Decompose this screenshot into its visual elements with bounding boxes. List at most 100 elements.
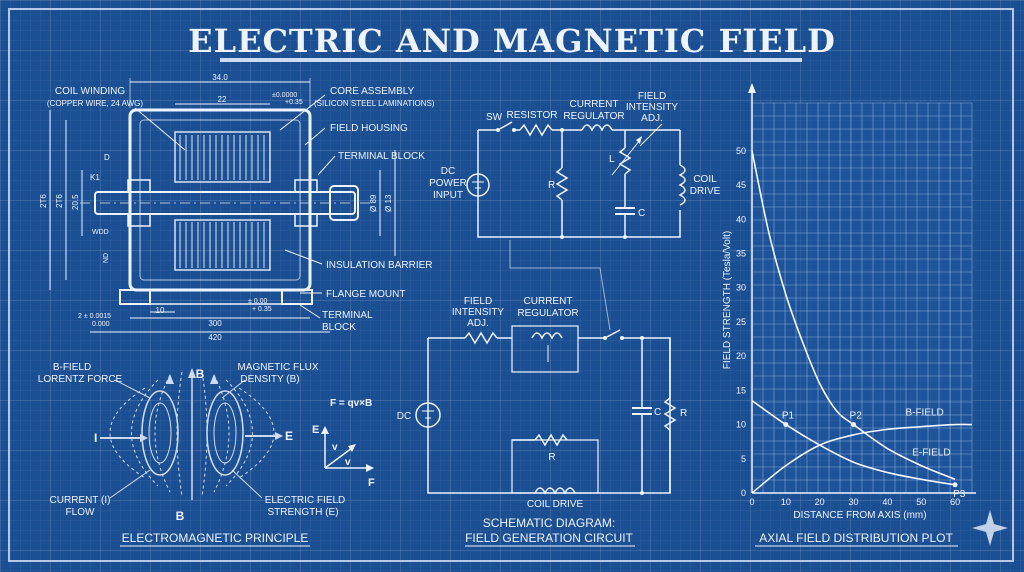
dim-top: 34.0 bbox=[212, 73, 228, 82]
title-underline bbox=[220, 58, 802, 62]
dc-source-bottom bbox=[415, 402, 441, 428]
chart-series bbox=[751, 150, 973, 494]
chart-y-tick-label: 30 bbox=[736, 283, 746, 293]
chart-legend-bfield: B-FIELD bbox=[905, 408, 943, 419]
vector-v-label: v bbox=[332, 442, 338, 453]
label-current-regulator-1: CURRENT bbox=[570, 99, 619, 110]
label-field-intensity-b1: FIELD bbox=[464, 296, 492, 307]
label-coil-drive-2: DRIVE bbox=[690, 186, 721, 197]
chart-x-tick-label: 20 bbox=[815, 497, 825, 507]
label-sw: SW bbox=[486, 112, 503, 123]
chart-y-tick-label: 50 bbox=[736, 146, 746, 156]
chart-y-tick-label: 10 bbox=[736, 420, 746, 430]
em-principle-diagram: B-FIELD LORENTZ FORCE MAGNETIC FLUX DENS… bbox=[38, 362, 375, 547]
label-e: E bbox=[285, 429, 293, 443]
circuit-bottom: FIELD INTENSITY ADJ. CURRENT REGULATOR D… bbox=[397, 296, 687, 547]
chart-y-tick-label: 5 bbox=[741, 454, 746, 464]
resistor-top bbox=[519, 123, 553, 137]
regulator-block bbox=[511, 325, 579, 373]
label-current-regulator-b2: REGULATOR bbox=[517, 308, 578, 319]
vector-f-label: F bbox=[368, 477, 375, 489]
resistor-r-middle bbox=[534, 433, 568, 447]
chart-point-label: P1 bbox=[782, 411, 795, 422]
label-current-i: I bbox=[94, 431, 97, 445]
resistor-r-top bbox=[555, 167, 569, 201]
label-l: L bbox=[609, 154, 615, 165]
label-current-regulator-2: REGULATOR bbox=[563, 111, 624, 122]
label-field-intensity-1: FIELD bbox=[638, 91, 666, 102]
callout-terminal-sub: BLOCK bbox=[322, 322, 356, 333]
label-c-bottom: C bbox=[654, 407, 661, 418]
chart-y-tick-label: 45 bbox=[736, 180, 746, 190]
callout-flange-mount: FLANGE MOUNT bbox=[326, 289, 405, 300]
coil-drive-block bbox=[511, 439, 599, 494]
label-dc-2: POWER bbox=[429, 178, 467, 189]
vector-e-label: E bbox=[312, 424, 319, 436]
dim-tol-top: ±0.0000 bbox=[272, 92, 297, 99]
caption-schematic-1: SCHEMATIC DIAGRAM: bbox=[483, 516, 615, 530]
circuit-top: SW RESISTOR CURRENT REGULATOR FIELD INTE… bbox=[429, 91, 721, 331]
resistor-field-intensity bbox=[464, 331, 498, 345]
switch-sw bbox=[497, 121, 513, 131]
label-r-middle: R bbox=[548, 452, 555, 463]
chart-axes bbox=[748, 83, 976, 494]
chart-y-tick-label: 35 bbox=[736, 249, 746, 259]
switch-bottom bbox=[604, 329, 621, 339]
dim-tol-bottom: ± 0.00 bbox=[248, 298, 268, 305]
label-r-right: R bbox=[680, 408, 687, 419]
chart-y-tick-label: 20 bbox=[736, 351, 746, 361]
label-field-intensity-2: INTENSITY bbox=[626, 102, 679, 113]
page-title: ELECTRIC AND MAGNETIC FIELD bbox=[188, 22, 836, 60]
callout-core-assembly-sub: (SILICON STEEL LAMINATIONS) bbox=[314, 99, 435, 108]
label-b-bottom: B bbox=[176, 509, 185, 523]
blueprint-border bbox=[8, 8, 1014, 562]
chart-legend-efield: E-FIELD bbox=[912, 447, 950, 458]
label-field-strength: STRENGTH (E) bbox=[267, 507, 338, 518]
dim-tol-left2: 0.000 bbox=[92, 321, 110, 328]
flange-mount bbox=[119, 289, 151, 305]
vector-v2-label: v bbox=[345, 457, 351, 468]
callout-field-housing: FIELD HOUSING bbox=[330, 123, 408, 134]
chart-title: AXIAL FIELD DISTRIBUTION PLOT bbox=[759, 531, 953, 545]
callout-insulation-barrier: INSULATION BARRIER bbox=[326, 260, 433, 271]
label-coil-drive-bottom: COIL DRIVE bbox=[527, 499, 584, 510]
chart-y-tick-label: 25 bbox=[736, 317, 746, 327]
label-r-top: R bbox=[548, 180, 555, 191]
dim-wdd: WDD bbox=[92, 229, 109, 236]
formula-lorentz: F = qv×B bbox=[330, 398, 372, 409]
callout-terminal: TERMINAL bbox=[322, 310, 373, 321]
label-magnetic-flux: MAGNETIC FLUX bbox=[237, 362, 318, 373]
field-housing bbox=[128, 108, 312, 292]
chart-y-tick-label: 15 bbox=[736, 385, 746, 395]
resistor-r-right bbox=[663, 397, 677, 431]
dim-left1: 2T6 bbox=[39, 194, 48, 208]
chart-x-tick-label: 0 bbox=[749, 497, 754, 507]
chart-x-tick-label: 10 bbox=[781, 497, 791, 507]
dim-k1: K1 bbox=[90, 173, 100, 182]
label-flow: FLOW bbox=[66, 507, 95, 518]
dim-right2: Ø 13 bbox=[384, 194, 393, 212]
label-flux-density: DENSITY (B) bbox=[240, 374, 299, 385]
left-coil-ring bbox=[141, 390, 179, 476]
dim-bottom2: 300 bbox=[208, 319, 222, 328]
dim-tol-top2: +0.35 bbox=[285, 99, 303, 106]
label-dc-bottom: DC bbox=[397, 411, 411, 422]
dim-right1: Ø 89 bbox=[369, 194, 378, 212]
coil-drive-bottom-inductor bbox=[534, 487, 576, 495]
label-c-top: C bbox=[638, 208, 645, 219]
label-dc-3: INPUT bbox=[433, 190, 463, 201]
chart-x-tick-label: 40 bbox=[882, 497, 892, 507]
dc-power-source bbox=[466, 173, 490, 197]
chart-x-tick-label: 30 bbox=[849, 497, 859, 507]
dim-nd: ND bbox=[103, 253, 110, 263]
caption-em-principle: ELECTROMAGNETIC PRINCIPLE bbox=[122, 531, 309, 545]
chart-series-bfield bbox=[751, 423, 973, 494]
chart-point-p3 bbox=[952, 482, 958, 488]
chart-xlabel: DISTANCE FROM AXIS (mm) bbox=[793, 510, 926, 521]
dim-left3: 20.5 bbox=[71, 194, 80, 210]
label-b-top: B bbox=[196, 367, 205, 381]
label-field-intensity-3: ADJ. bbox=[641, 113, 663, 124]
motor-cross-section: 34.0 22 ±0.0000 +0.35 10 300 420 ± 0.00 … bbox=[39, 73, 435, 342]
